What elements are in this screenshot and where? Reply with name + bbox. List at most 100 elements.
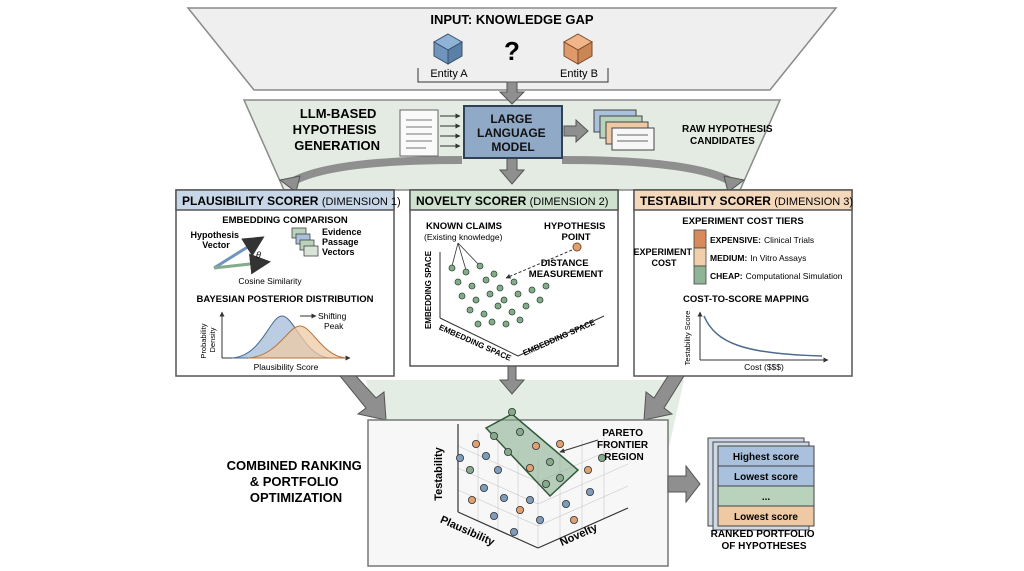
svg-text:NOVELTY SCORER (DIMENSIO: NOVELTY SCORER (DIMENSION 2) [416,194,608,208]
split-arrow-heads [278,175,746,193]
generation-label: LLM-BASED HYPOTHESIS GENERATION [293,106,380,153]
known-claim-point [466,306,474,314]
hypothesis-points [455,407,607,537]
known-claim-point [476,262,484,270]
hypothesis-point [516,427,525,436]
pareto-label: PARETO FRONTIER REGION [597,428,651,463]
hypothesis-vector-arrow [213,236,265,270]
hypothesis-point [598,453,607,462]
novelty-title: NOVELTY SCORER [416,194,527,208]
generation-section: LLM-BASED HYPOTHESIS GENERATION LARGE LA… [293,105,773,159]
known-claim-point [528,286,536,294]
hypothesis-point [479,483,488,492]
hypothesis-point [546,457,555,466]
known-claim-point [488,318,496,326]
evidence-vector-arrow [213,253,271,275]
hypothesis-point [499,493,508,502]
split-arrows [289,156,735,186]
hypothesis-point [542,479,551,488]
portfolio-card [717,505,815,527]
hypothesis-point [471,439,480,448]
hypothesis-point [556,439,565,448]
evidence-vectors-label: Evidence Passage Vectors [322,227,364,257]
entity-b-label: Entity B [560,68,598,80]
evidence-stack-icon [291,227,319,257]
testability-dimension: (DIMENSION 3) [774,196,853,208]
svg-text:PLAUSIBILITY SCORER (DIM: PLAUSIBILITY SCORER (DIMENSION 1) [182,194,401,208]
testability-panel: TESTABILITY SCORER (DIMENSION 3) EXPERIM… [633,189,853,377]
known-claim-point [458,292,466,300]
candidate-cards-icon [593,109,655,151]
novelty-axes [439,252,605,357]
hypothesis-point [584,465,593,474]
known-claim-point [500,296,508,304]
known-claim-point [448,264,456,272]
mapping-x-axis-label: Cost ($$$) [744,362,784,372]
portfolio-card-label: Lowest score [734,512,798,523]
tier-cheap-swatch [693,265,707,285]
portfolio-card-label: Lowest score [734,472,798,483]
axis-testability: Testability [433,446,445,500]
shifting-peak-label: Shifting Peak [318,311,349,331]
hypothesis-vector-label: Hypothesis Vector [190,230,241,250]
svg-text:TESTABILITY SCORER (DIME: TESTABILITY SCORER (DIMENSION 3) [640,194,853,208]
portfolio-caption: RANKED PORTFOLIO OF HYPOTHESES [711,529,818,552]
hypothesis-point-label: HYPOTHESIS POINT [544,221,608,243]
hypothesis-point [532,441,541,450]
hypothesis-point [489,431,498,440]
pareto-axes [457,424,629,549]
entity-a-label: Entity A [430,68,468,80]
document-icon [399,109,439,157]
hypothesis-point [586,487,595,496]
combined-section: COMBINED RANKING & PORTFOLIO OPTIMIZATIO… [227,407,669,567]
hypothesis-point [570,516,579,525]
tier-expensive-swatch [693,229,707,249]
cosine-label: Cosine Similarity [238,276,302,286]
experiment-cost-label: EXPERIMENT COST [633,247,694,268]
known-claim-point [462,268,470,276]
hypothesis-point [526,463,535,472]
tiers-heading: EXPERIMENT COST TIERS [682,216,803,227]
known-claims-cloud [448,262,550,328]
distance-label: DISTANCE MEASUREMENT [529,258,604,280]
known-claim-point [472,296,480,304]
known-claim-point [508,308,516,316]
input-title: INPUT: KNOWLEDGE GAP [430,12,594,27]
llm-label: LARGE LANGUAGE MODEL [477,112,549,154]
hypothesis-point [516,505,525,514]
hypothesis-point [556,473,565,482]
hypothesis-point [572,242,582,252]
known-claim-point [490,270,498,278]
plausibility-dimension: (DIMENSION 1) [322,196,401,208]
plausibility-panel: PLAUSIBILITY SCORER (DIMENSION 1) EMBEDD… [175,189,401,377]
tier-expensive: EXPENSIVE:Clinical Trials [710,235,814,245]
input-arrows [440,113,461,149]
llm-output-arrow [563,118,589,144]
known-claim-point [536,296,544,304]
known-claim-point [482,276,490,284]
hypothesis-point [455,453,464,462]
mapping-heading: COST-TO-SCORE MAPPING [683,294,809,305]
input-section: INPUT: KNOWLEDGE GAP ? Entity A Entity B [417,12,609,83]
tier-medium-swatch [693,247,707,267]
bayes-x-axis-label: Plausibility Score [254,362,319,372]
bayes-y-axis-label: Probability Density [199,321,217,358]
theta-label: θ [256,250,261,260]
distance-line [505,249,573,279]
known-claim-point [486,290,494,298]
known-claim-point [496,284,504,292]
novelty-axis-vertical: EMBEDDING SPACE [424,250,433,329]
hypothesis-point [467,495,476,504]
embedding-heading: EMBEDDING COMPARISON [222,215,348,226]
hypothesis-point [509,528,518,537]
hypothesis-point [503,447,512,456]
known-claim-pointers [451,242,481,271]
plausibility-title: PLAUSIBILITY SCORER [182,194,319,208]
known-claim-point [510,278,518,286]
hypothesis-point [489,512,498,521]
tier-medium: MEDIUM:In Vitro Assays [710,253,806,263]
portfolio-arrow [667,464,701,504]
